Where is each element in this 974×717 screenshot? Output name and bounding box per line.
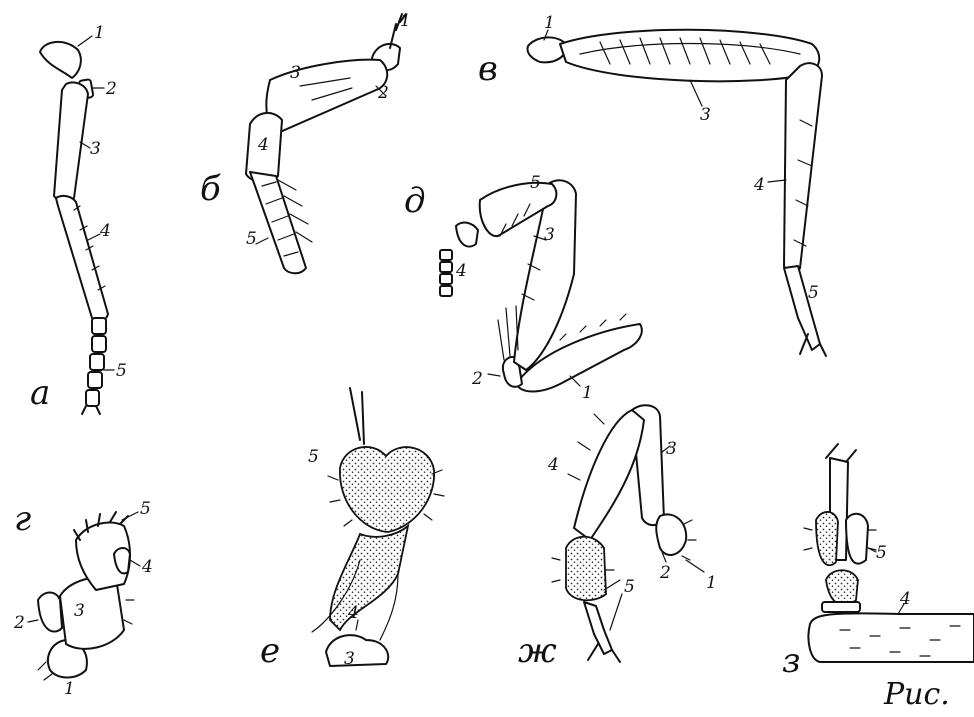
panel-z-leg: 5 4 з	[782, 444, 974, 681]
label-d-5: 4	[455, 261, 467, 281]
label-b-4: 4	[257, 135, 269, 155]
label-zh-5: 5	[624, 577, 635, 597]
panel-b-letter: б	[200, 169, 221, 209]
label-b-1: 1	[400, 11, 411, 31]
label-e-3: 3	[344, 649, 355, 669]
label-a-3: 3	[90, 139, 101, 159]
figure-caption: Рис.	[883, 677, 950, 712]
label-zh-3: 3	[666, 439, 677, 459]
label-d-1: 1	[582, 383, 593, 403]
label-b-5: 5	[246, 229, 257, 249]
label-a-2: 2	[105, 79, 117, 99]
label-b-2: 2	[377, 83, 389, 103]
label-v-5: 5	[808, 283, 819, 303]
label-b-3: 3	[290, 63, 301, 83]
label-d-2: 2	[471, 369, 483, 389]
label-z-4: 4	[899, 589, 911, 609]
label-g-2: 2	[13, 613, 25, 633]
label-z-5: 5	[876, 543, 887, 563]
label-e-4: 4	[347, 603, 359, 623]
label-g-3: 3	[74, 601, 85, 621]
panel-a-letter: а	[30, 373, 50, 413]
label-a-4: 4	[99, 221, 111, 241]
label-v-3: 3	[700, 105, 711, 125]
label-g-4: 4	[141, 557, 153, 577]
label-zh-4: 4	[547, 455, 559, 475]
label-zh-2: 2	[659, 563, 671, 583]
label-v-4: 4	[753, 175, 765, 195]
label-a-5: 5	[116, 361, 127, 381]
panel-e-clasping-leg: 4 3 5 е	[260, 388, 444, 671]
panel-v-letter: в	[478, 49, 498, 89]
label-g-1: 1	[64, 679, 75, 699]
panel-a-walking-leg: 1 2 3 4 5 а	[30, 23, 127, 414]
panel-g-letter: г	[14, 499, 31, 539]
label-a-1: 1	[94, 23, 105, 43]
panel-z-letter: з	[782, 641, 801, 681]
panel-zh-collecting-leg: 3 2 1 5 4 ж	[518, 405, 717, 671]
label-d-4: 5	[530, 173, 541, 193]
label-g-5: 5	[140, 499, 151, 519]
label-e-5: 5	[308, 447, 319, 467]
panel-zh-letter: ж	[518, 631, 557, 671]
panel-b-running-leg: 1 2 3 4 5 б	[200, 11, 411, 273]
panel-d-grasping-leg: 5 3 4 2 1 д	[404, 173, 642, 403]
panel-g-digging-leg: 5 4 3 2 1 г	[13, 499, 153, 699]
label-v-1: 1	[544, 13, 555, 33]
label-d-3: 3	[544, 225, 555, 245]
panel-d-letter: д	[404, 181, 426, 221]
panel-e-letter: е	[260, 631, 280, 671]
label-zh-1: 1	[706, 573, 717, 593]
